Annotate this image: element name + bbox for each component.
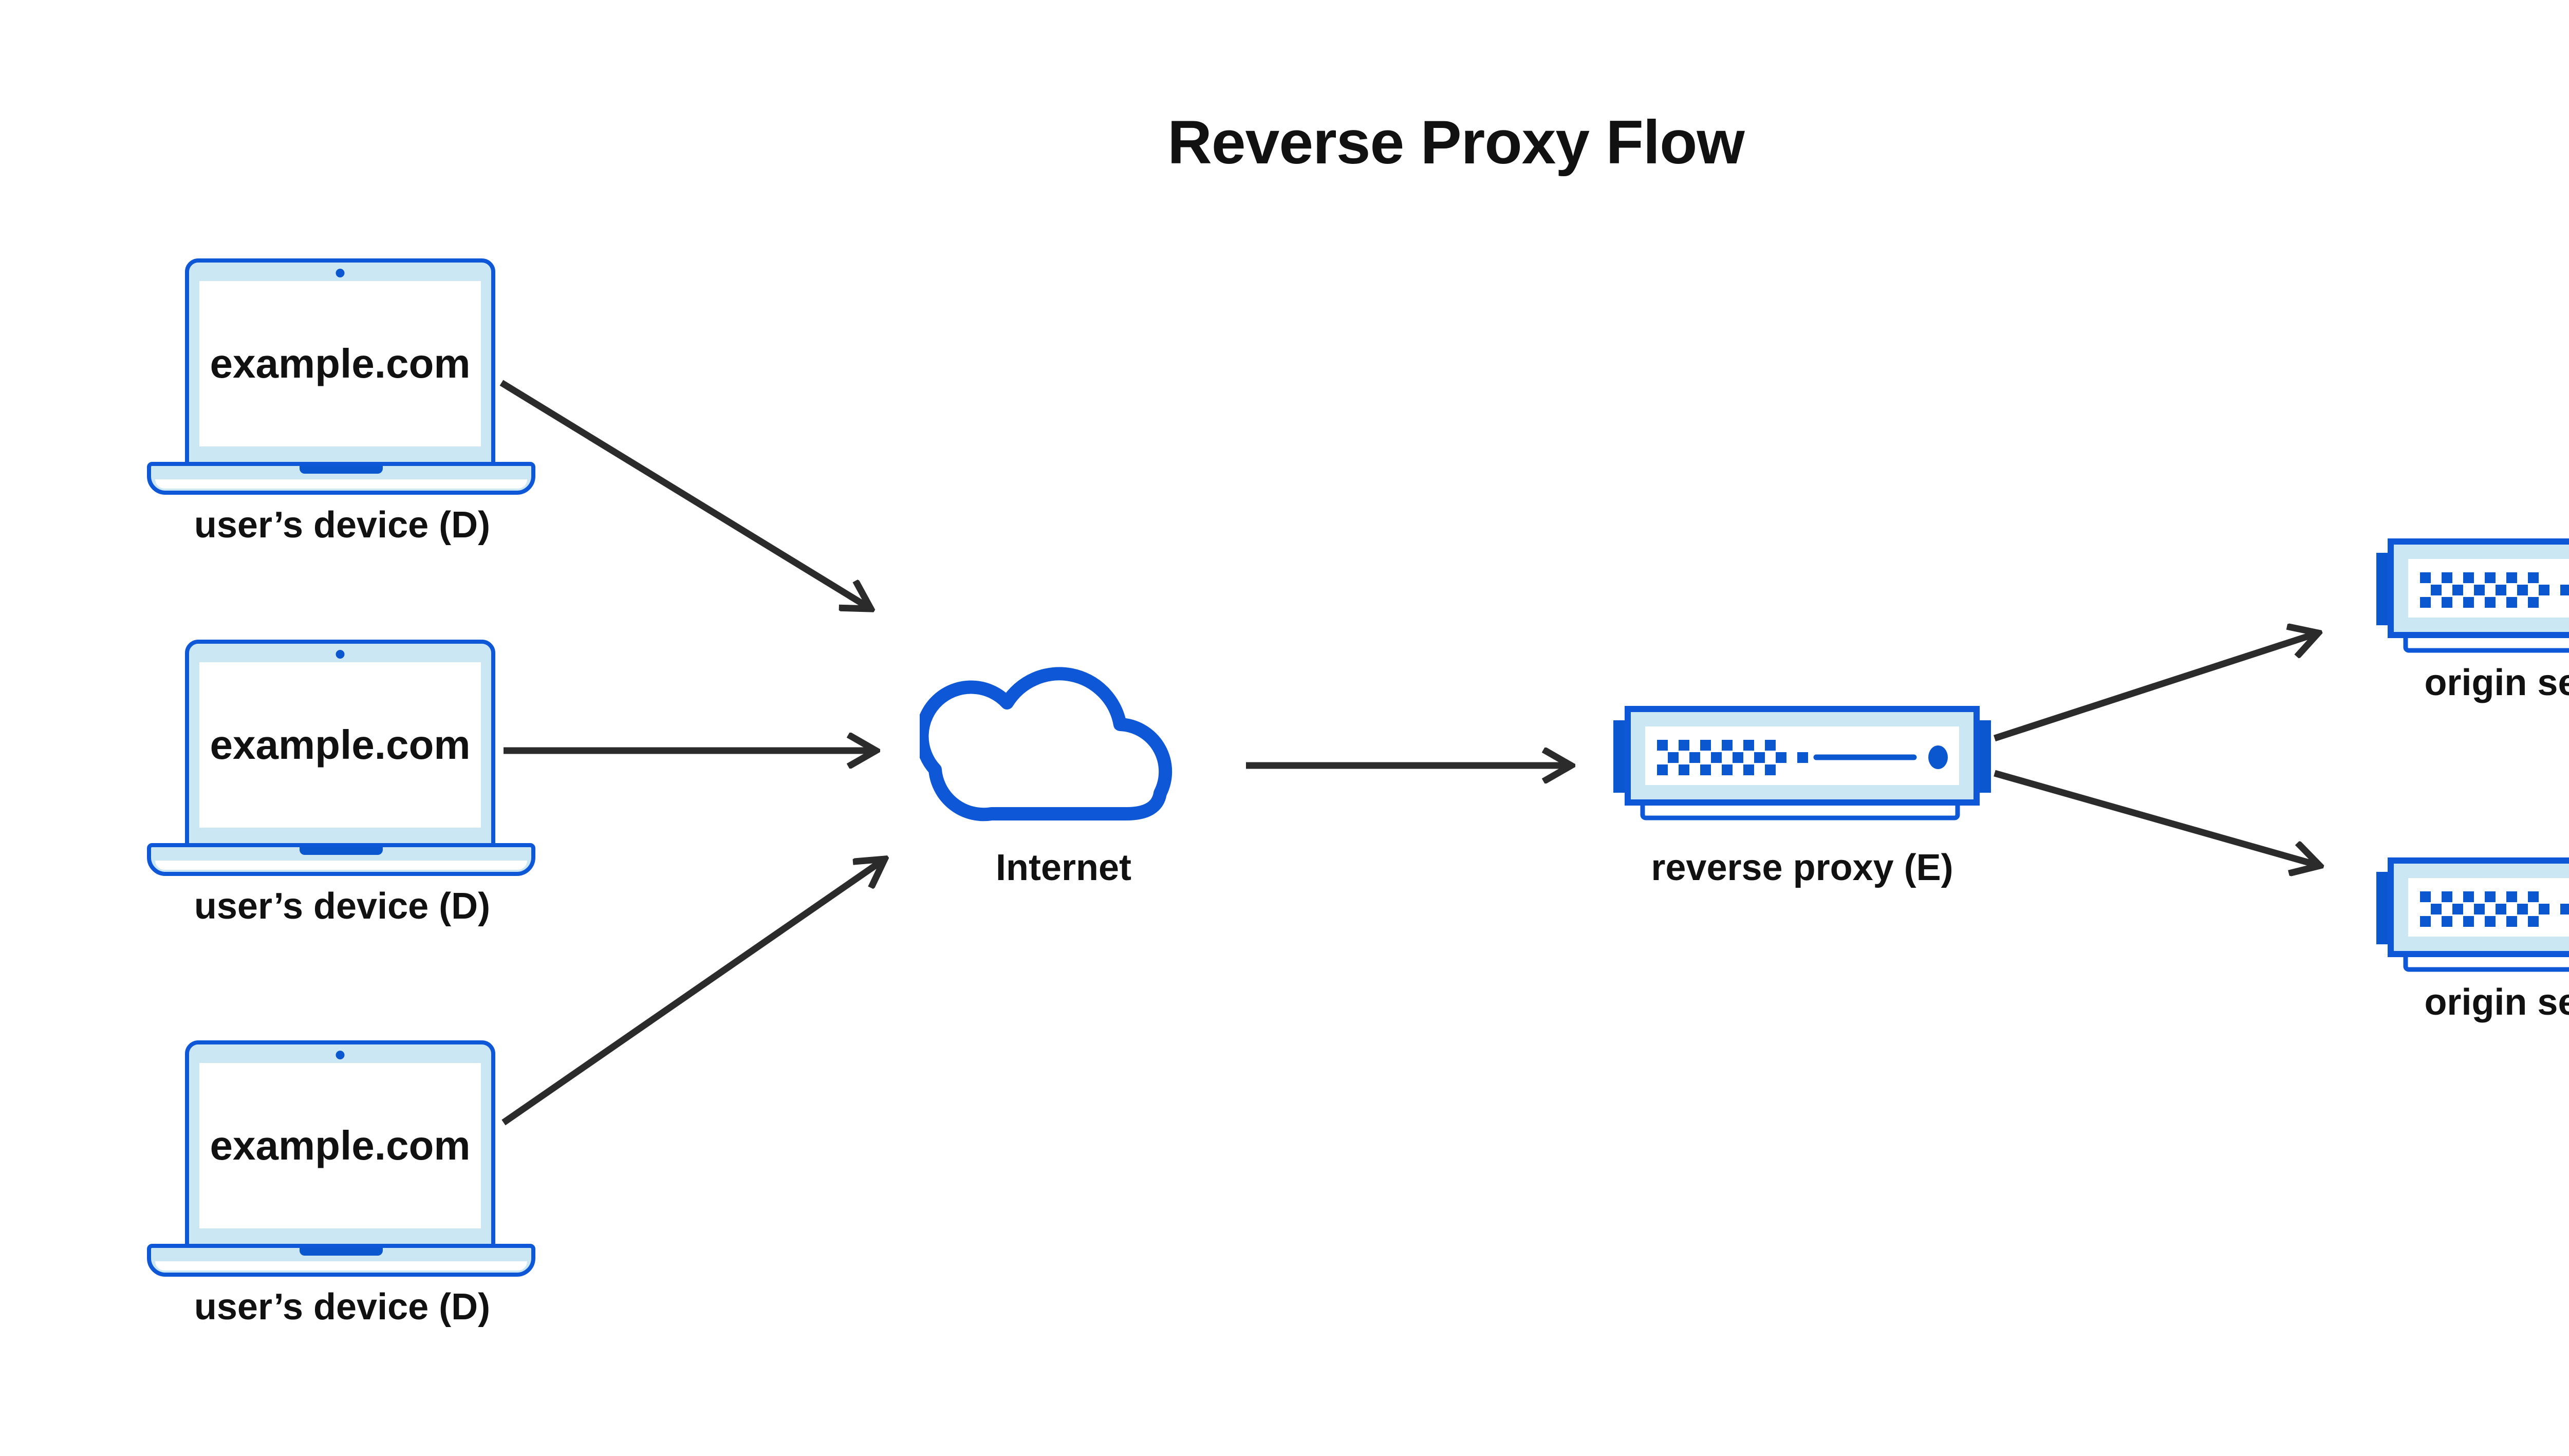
arrow-device3-to-internet (501, 859, 885, 1126)
laptop-icon: example.com (185, 258, 495, 466)
origin-server-1-icon (2376, 538, 2569, 654)
laptop-screen-text: example.com (199, 281, 481, 446)
cloud-outline (920, 667, 1172, 822)
arrow-proxy-to-origin2 (1994, 770, 2320, 866)
node-user-device-3: example.com user’s device (D) (147, 1040, 537, 1333)
laptop-camera-dot (336, 650, 345, 659)
laptop-camera-dot (336, 1051, 345, 1059)
arrow-device1-to-internet (499, 380, 871, 609)
laptop-base-strip (155, 861, 527, 870)
laptop-base-strip (155, 1261, 527, 1271)
device-1-caption: user’s device (D) (194, 505, 491, 546)
laptop-screen-text: example.com (199, 1063, 481, 1228)
cloud-icon (920, 667, 1172, 822)
laptop-notch (300, 1247, 383, 1256)
laptop-camera-dot (336, 269, 345, 277)
internet-label: Internet (995, 847, 1132, 888)
laptop-notch (300, 846, 383, 855)
laptop-base (147, 1244, 535, 1277)
node-user-device-1: example.com user’s device (D) (147, 258, 537, 551)
laptop-base-strip (155, 479, 527, 489)
reverse-proxy-label: reverse proxy (E) (1651, 847, 1953, 888)
laptop-base (147, 843, 535, 876)
origin-server-2-icon (2376, 857, 2569, 973)
reverse-proxy-server-icon (1613, 706, 1991, 822)
laptop-notch (300, 465, 383, 474)
origin-server-1-label: origin server (F) (2424, 662, 2569, 703)
origin-server-2-label: origin server (F) (2424, 982, 2569, 1023)
device-3-caption: user’s device (D) (194, 1286, 491, 1328)
laptop-icon: example.com (185, 640, 495, 847)
laptop-base (147, 462, 535, 495)
page-title: Reverse Proxy Flow (1167, 108, 1745, 177)
node-user-device-2: example.com user’s device (D) (147, 640, 537, 932)
laptop-screen-text: example.com (199, 662, 481, 828)
device-2-caption: user’s device (D) (194, 886, 491, 927)
laptop-icon: example.com (185, 1040, 495, 1248)
arrow-proxy-to-origin1 (1993, 633, 2318, 742)
